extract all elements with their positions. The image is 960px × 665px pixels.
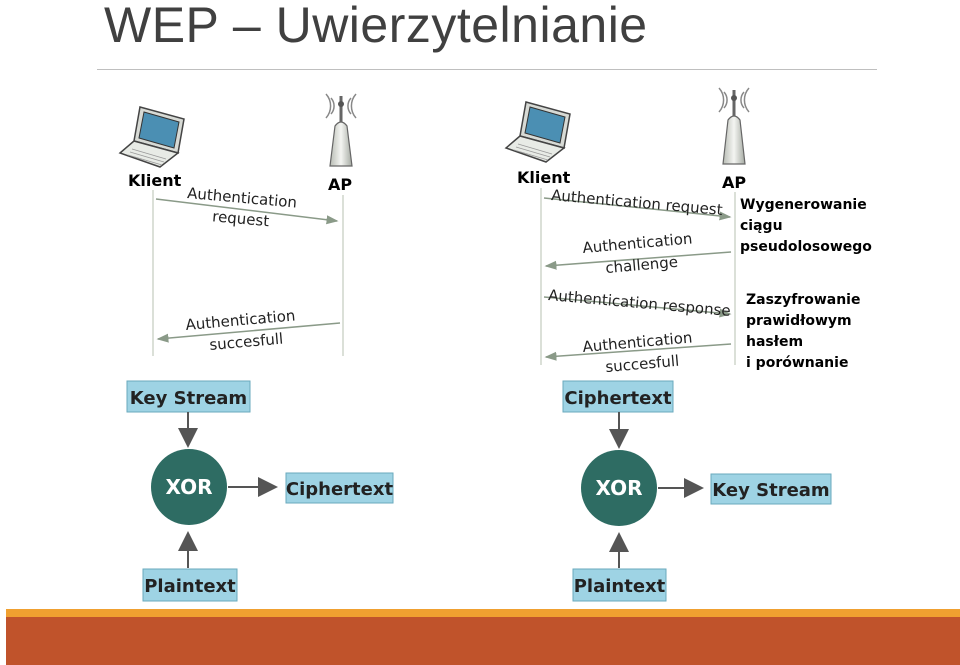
ap-label: AP [328,175,352,194]
request-arrow [543,197,732,221]
title-divider [97,69,877,70]
access-point-icon [325,93,357,167]
request-message: Authentication request [550,186,723,219]
footer-bar [6,617,960,665]
response-text: Authentication response [547,286,731,320]
xor-node [151,449,227,525]
note-generate: Wygenerowanie ciągu pseudolosowego [740,197,872,255]
note-encrypt-line-4: i porównanie [746,355,848,371]
request-line-1: Authentication [186,184,297,212]
plaintext-box [142,568,238,602]
success-line-2: succesfull [605,352,680,376]
key-stream-label: Key Stream [712,480,829,501]
note-encrypt-line-3: hasłem [746,334,803,350]
response-arrow [543,296,732,318]
ciphertext-box [562,380,674,413]
success-arrow [544,343,732,361]
note-generate-line-1: Wygenerowanie [740,197,867,213]
response-message: Authentication response [547,286,731,320]
laptop-icon [118,106,185,168]
access-point-icon [718,87,750,165]
challenge-arrow [544,251,732,270]
ciphertext-label: Ciphertext [564,388,672,409]
request-text: Authentication request [550,186,723,219]
success-message: Authentication succesfull [582,328,693,376]
client-label: Klient [517,168,571,187]
note-generate-line-2: ciągu [740,218,783,234]
slide-title: WEP – Uwierzytelnianie [104,0,648,53]
note-encrypt: Zaszyfrowanie prawidłowym hasłem i porów… [746,292,860,371]
key-stream-box [710,473,832,505]
challenge-message: Authentication challenge [582,229,693,277]
laptop-icon [504,101,571,163]
client-label: Klient [128,171,182,190]
ciphertext-box [285,472,394,504]
note-generate-line-3: pseudolosowego [740,239,872,255]
plaintext-label: Plaintext [144,576,236,597]
xor-node [581,450,657,526]
right-sequence: Klient AP Authentication request Authent… [504,87,872,602]
request-arrow [155,198,339,225]
key-stream-label: Key Stream [130,388,247,409]
note-encrypt-line-1: Zaszyfrowanie [746,292,860,308]
ap-label: AP [722,173,746,192]
xor-label: XOR [165,475,212,499]
note-encrypt-line-2: prawidłowym [746,313,852,329]
challenge-line-2: challenge [605,253,679,277]
key-stream-box [126,380,251,413]
request-message: Authentication request [186,184,297,230]
xor-label: XOR [595,476,642,500]
ciphertext-label: Ciphertext [286,479,394,500]
plaintext-box [572,568,667,602]
left-sequence: Klient AP Authentication request Authent… [118,93,394,602]
success-arrow [156,322,341,343]
request-line-2: request [212,207,270,230]
footer-accent-bar [6,609,960,617]
plaintext-label: Plaintext [574,576,666,597]
